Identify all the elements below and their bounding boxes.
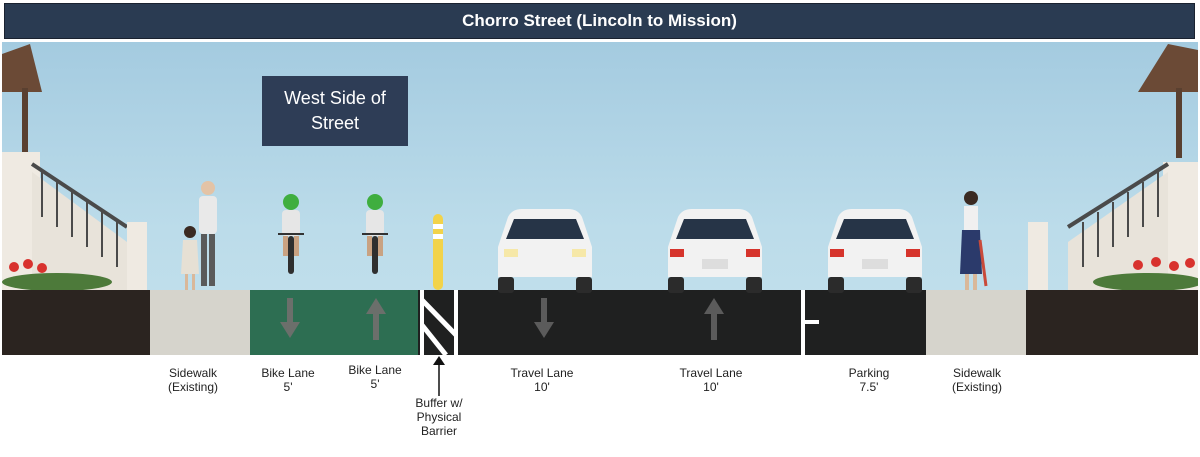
pedestrian-adult-icon	[199, 181, 217, 286]
bike-lane-1-down-arrow-icon	[280, 298, 300, 338]
car-rear-view-icon	[668, 209, 762, 293]
west-sidewalk-surface	[150, 290, 250, 355]
lane-label-line: 10'	[703, 380, 719, 394]
road-surface	[460, 290, 926, 355]
lane-label-line: Buffer w/	[415, 396, 463, 410]
lane-label-bike-lane-2: Bike Lane 5'	[320, 363, 430, 391]
lane-label-parking: Parking 7.5'	[814, 366, 924, 394]
buffer-hatch-marking	[420, 290, 458, 355]
lane-label-line: Bike Lane	[261, 366, 315, 380]
buffer-pointer-arrow-icon	[433, 356, 445, 396]
lane-label-line: 5'	[370, 377, 380, 391]
street-title-bar: Chorro Street (Lincoln to Mission)	[4, 3, 1195, 39]
west-side-label: West Side of Street	[262, 76, 408, 146]
lane-label-sidewalk-east: Sidewalk (Existing)	[922, 366, 1032, 394]
lane-label-line: Bike Lane	[348, 363, 402, 377]
car-front-view-icon	[498, 209, 592, 293]
lane-label-sidewalk-west: Sidewalk (Existing)	[138, 366, 248, 394]
lane-label-line: Sidewalk	[168, 366, 218, 380]
east-planter	[1026, 290, 1198, 355]
lane-label-bike-lane-1: Bike Lane 5'	[233, 366, 343, 394]
lane-label-line: Barrier	[420, 424, 457, 438]
west-side-label-text: West Side of Street	[284, 88, 386, 133]
street-cross-section: West Side of Street	[2, 42, 1198, 355]
lane-label-travel-lane-1: Travel Lane 10'	[487, 366, 597, 394]
east-sidewalk-surface	[926, 290, 1026, 355]
travel-lane-2-up-arrow-icon	[704, 298, 724, 340]
lane-label-line: Sidewalk	[952, 366, 1002, 380]
lane-label-travel-lane-2: Travel Lane 10'	[656, 366, 766, 394]
lane-label-line: Travel Lane	[679, 366, 743, 380]
west-planter	[2, 290, 150, 355]
west-house-illustration	[2, 44, 147, 291]
bike-lane-2-up-arrow-icon	[366, 298, 386, 340]
parked-car-rear-view-icon	[828, 209, 922, 293]
lane-label-line: 7.5'	[859, 380, 879, 394]
lane-label-line: Travel Lane	[510, 366, 574, 380]
lane-label-line: Physical	[416, 410, 462, 424]
cyclist-icon-2	[362, 194, 388, 274]
street-title: Chorro Street (Lincoln to Mission)	[462, 11, 737, 30]
lane-label-buffer: Buffer w/ Physical Barrier	[384, 396, 494, 438]
lane-label-line: 10'	[534, 380, 550, 394]
east-house-illustration	[1028, 44, 1198, 291]
parking-line-marking	[801, 290, 819, 355]
lane-label-line: 5'	[283, 380, 293, 394]
bike-lane-surface	[250, 290, 418, 355]
cyclist-icon-1	[278, 194, 304, 274]
travel-lane-1-down-arrow-icon	[534, 298, 554, 338]
lane-label-line: (Existing)	[951, 380, 1002, 394]
pedestrian-east-icon	[960, 191, 988, 290]
lane-label-line: Parking	[848, 366, 890, 380]
bollard-barrier-icon	[433, 214, 443, 290]
pedestrian-child-icon	[181, 226, 199, 290]
lane-label-line: (Existing)	[167, 380, 218, 394]
